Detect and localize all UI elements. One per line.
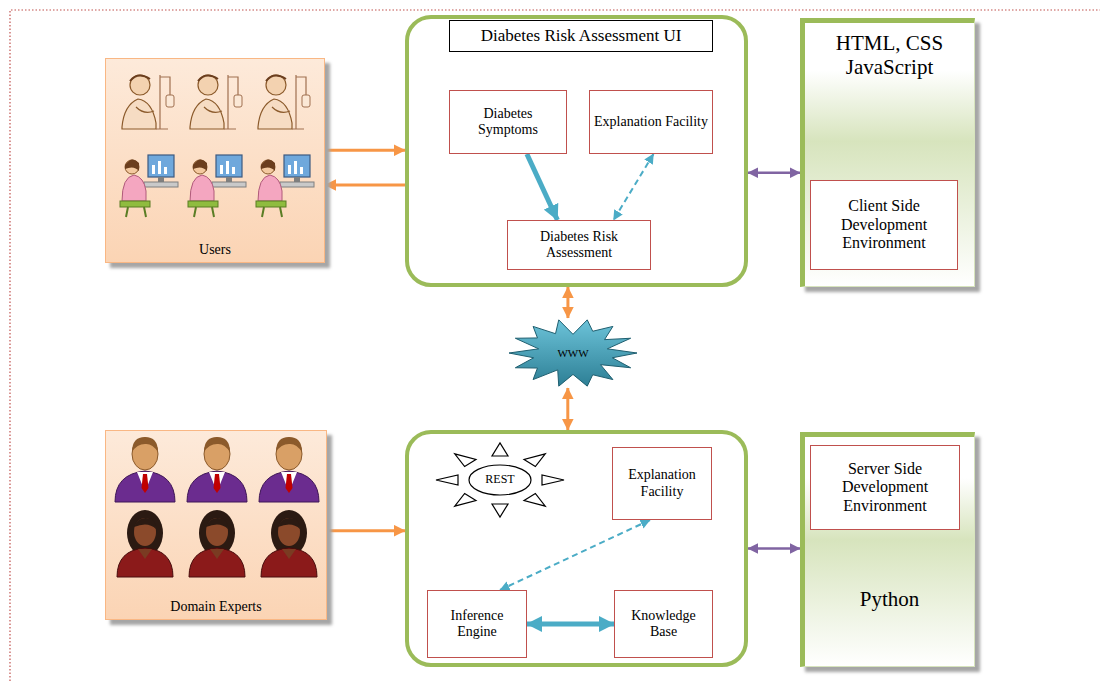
arrow-connector: [325, 149, 405, 152]
panel-label: HTML, CSS JavaScript: [805, 31, 974, 79]
environment-panel: HTML, CSS JavaScriptClient Side Developm…: [800, 18, 975, 287]
environment-panel: Python Server Side Development Environmen…: [800, 432, 975, 667]
process-box: Explanation Facility: [612, 447, 712, 520]
ui-title-box: Diabetes Risk Assessment UI: [449, 20, 713, 52]
experts-illustration: [106, 431, 328, 591]
arrow-connector: [566, 388, 569, 430]
dashed-connector: [500, 520, 650, 590]
dashed-connector: [614, 154, 654, 220]
panel-label: Python: [860, 587, 920, 611]
node-label: Server Side Development Environment: [815, 460, 955, 515]
arrow-connector: [748, 547, 800, 550]
node-label: Diabetes Symptoms: [454, 106, 562, 138]
dotted-frame: [10, 10, 1100, 681]
node-label: WWW: [557, 347, 588, 360]
node-label: Explanation Facility: [594, 114, 708, 130]
users-panel: Users: [105, 58, 325, 263]
arrow-connector: [527, 154, 558, 220]
arrow-connector: [327, 529, 405, 532]
environment-box: Server Side Development Environment: [810, 445, 960, 530]
panel-label: Users: [199, 242, 231, 258]
www-burst: WWW: [508, 318, 638, 388]
panel-label: Domain Experts: [170, 599, 261, 615]
node-label: Diabetes Risk Assessment: [512, 229, 646, 261]
process-box: Explanation Facility: [589, 90, 713, 154]
node-label: Diabetes Risk Assessment UI: [481, 26, 682, 46]
environment-box: Client Side Development Environment: [810, 180, 958, 270]
client-container: Diabetes Risk Assessment UI Diabetes Symp…: [405, 15, 748, 287]
process-box: Diabetes Risk Assessment: [507, 220, 651, 270]
arrow-connector: [527, 622, 614, 627]
node-label: Knowledge Base: [619, 608, 708, 640]
burst-shape: [509, 320, 637, 386]
server-container: REST Explanation FacilityInference Engine…: [405, 430, 748, 667]
arrow-connector: [748, 172, 800, 175]
rest-burst: REST: [432, 440, 568, 520]
users-illustration: [106, 59, 326, 239]
node-label: REST: [485, 473, 514, 487]
arrow-connector: [566, 287, 569, 318]
process-box: Inference Engine: [427, 590, 527, 658]
node-label: Client Side Development Environment: [815, 197, 953, 252]
process-box: Knowledge Base: [614, 590, 713, 658]
experts-panel: Domain Experts: [105, 430, 327, 620]
node-label: Inference Engine: [432, 608, 522, 640]
node-label: Explanation Facility: [617, 467, 707, 499]
process-box: Diabetes Symptoms: [449, 90, 567, 154]
arrow-connector: [325, 184, 405, 187]
